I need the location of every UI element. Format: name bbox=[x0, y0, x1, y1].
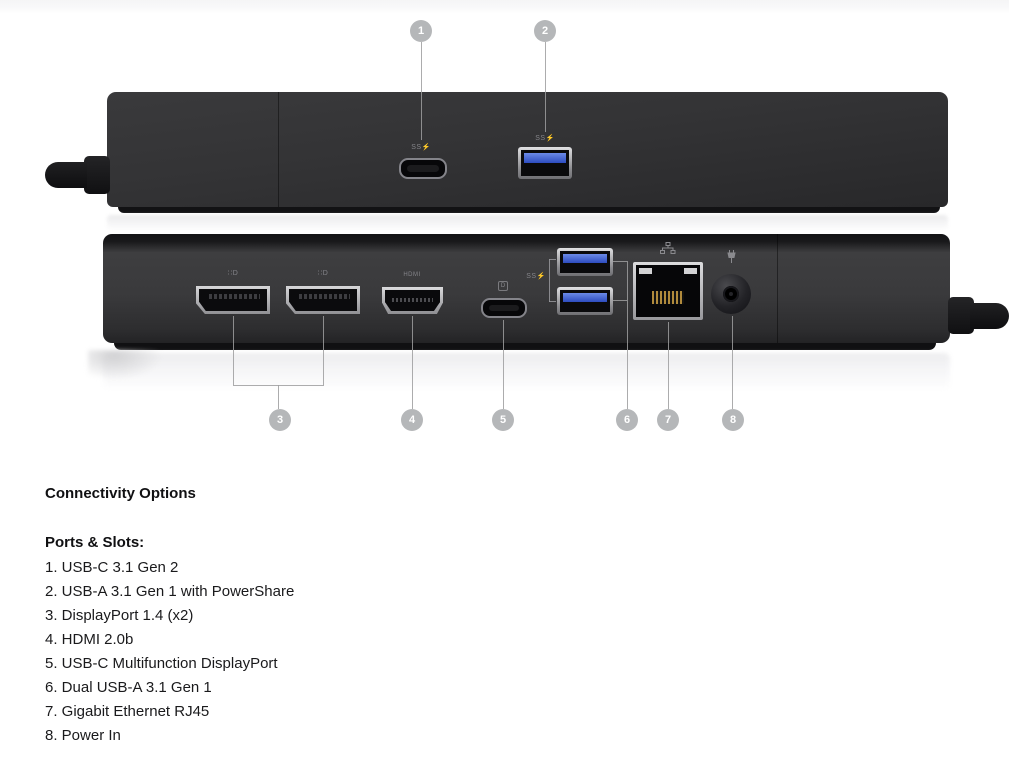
dual-usb-a-bracket-bottom bbox=[549, 301, 556, 302]
ports-list-item-7: 7. Gigabit Ethernet RJ45 bbox=[45, 703, 210, 720]
ports-list-item-4: 4. HDMI 2.0b bbox=[45, 631, 134, 648]
back-reflection bbox=[103, 353, 950, 391]
callout-3-number: 3 bbox=[276, 414, 284, 426]
callout-7: 7 bbox=[657, 409, 679, 431]
callout-line-3c bbox=[278, 385, 279, 409]
displayport-2-inner bbox=[289, 289, 357, 311]
hdmi-port bbox=[382, 287, 443, 314]
power-in-port bbox=[711, 274, 751, 314]
hdmi-label: HDMI bbox=[403, 272, 421, 278]
ethernet-led-left bbox=[639, 268, 652, 274]
front-cable bbox=[45, 162, 87, 188]
usb-c-multifunction-port bbox=[481, 298, 527, 318]
section-title: Connectivity Options bbox=[45, 485, 196, 502]
back-cable bbox=[970, 303, 1009, 329]
usb-c-dp-badge-icon: D bbox=[498, 281, 508, 291]
callout-2: 2 bbox=[534, 20, 556, 42]
displayport-2-label: ∷D bbox=[317, 270, 329, 277]
top-gradient-band bbox=[0, 0, 1009, 13]
callout-5-number: 5 bbox=[499, 414, 507, 426]
callout-4-number: 4 bbox=[408, 414, 416, 426]
usb-a-front-port bbox=[518, 147, 572, 179]
usb-a-back-port-top bbox=[557, 248, 613, 276]
ports-list-item-1: 1. USB-C 3.1 Gen 2 bbox=[45, 559, 179, 576]
callout-1: 1 bbox=[410, 20, 432, 42]
usb-c-front-port bbox=[399, 158, 447, 179]
back-seam-line bbox=[777, 234, 778, 343]
product-figure: SS⚡ SS⚡ ∷D ∷D HDMI D bbox=[45, 20, 1009, 431]
callout-4: 4 bbox=[401, 409, 423, 431]
usb-a-back-top-inner bbox=[560, 251, 610, 273]
callout-2-number: 2 bbox=[541, 25, 549, 37]
ports-list-item-3: 3. DisplayPort 1.4 (x2) bbox=[45, 607, 194, 624]
front-seam-line bbox=[278, 92, 279, 207]
ethernet-port-inner bbox=[636, 265, 700, 317]
callout-1-number: 1 bbox=[417, 25, 425, 37]
ethernet-network-icon bbox=[660, 242, 676, 254]
callout-line-6 bbox=[627, 261, 628, 409]
callout-line-6a bbox=[613, 261, 627, 262]
callout-8: 8 bbox=[722, 409, 744, 431]
callout-line-8 bbox=[732, 316, 733, 409]
ethernet-gold-pins bbox=[652, 291, 684, 304]
usb-a-back-port-bottom bbox=[557, 287, 613, 315]
power-in-pin bbox=[729, 292, 733, 296]
callout-6: 6 bbox=[616, 409, 638, 431]
displayport-1-inner bbox=[199, 289, 267, 311]
callout-line-5 bbox=[503, 320, 504, 409]
ports-list-item-8: 8. Power In bbox=[45, 727, 121, 744]
usb-a-back-bottom-inner bbox=[560, 290, 610, 312]
power-plug-icon bbox=[727, 250, 736, 263]
ports-list-item-5: 5. USB-C Multifunction DisplayPort bbox=[45, 655, 278, 672]
callout-8-number: 8 bbox=[729, 414, 737, 426]
usb-a-front-blue-tab bbox=[524, 153, 566, 163]
displayport-2-pins bbox=[299, 294, 350, 299]
front-reflection bbox=[107, 215, 948, 231]
back-reflection-corner bbox=[88, 350, 162, 380]
dock-front-base bbox=[118, 207, 940, 213]
callout-line-3a bbox=[233, 316, 234, 385]
callout-line-2 bbox=[545, 42, 546, 132]
front-cable-strain-relief bbox=[84, 156, 110, 194]
displayport-2 bbox=[286, 286, 360, 314]
dual-usb-a-bracket bbox=[549, 259, 550, 302]
displayport-1-label: ∷D bbox=[227, 270, 239, 277]
callout-line-3b bbox=[323, 316, 324, 385]
callout-line-1 bbox=[421, 42, 422, 140]
callout-7-number: 7 bbox=[664, 414, 672, 426]
callout-3: 3 bbox=[269, 409, 291, 431]
displayport-1 bbox=[196, 286, 270, 314]
dual-usb-a-label: SS⚡ bbox=[526, 273, 546, 280]
usb-a-front-port-inner bbox=[521, 150, 569, 176]
dual-usb-a-bracket-top bbox=[549, 259, 556, 260]
callout-5: 5 bbox=[492, 409, 514, 431]
back-cable-strain-relief bbox=[948, 297, 974, 334]
usb-a-back-top-blue-tab bbox=[563, 254, 607, 263]
ethernet-led-right bbox=[684, 268, 697, 274]
displayport-1-pins bbox=[209, 294, 260, 299]
usb-a-back-bottom-blue-tab bbox=[563, 293, 607, 302]
hdmi-port-pins bbox=[392, 298, 433, 302]
usb-a-front-label: SS⚡ bbox=[535, 135, 555, 142]
ports-slots-heading: Ports & Slots: bbox=[45, 534, 145, 551]
callout-6-number: 6 bbox=[623, 414, 631, 426]
callout-line-6b bbox=[613, 300, 627, 301]
ports-list-item-2: 2. USB-A 3.1 Gen 1 with PowerShare bbox=[45, 583, 295, 600]
ethernet-port bbox=[633, 262, 703, 320]
callout-line-4 bbox=[412, 316, 413, 409]
callout-line-7 bbox=[668, 322, 669, 409]
dock-back-base bbox=[114, 343, 936, 350]
usb-c-front-label: SS⚡ bbox=[411, 144, 431, 151]
ports-list-item-6: 6. Dual USB-A 3.1 Gen 1 bbox=[45, 679, 212, 696]
ports-list: 1. USB-C 3.1 Gen 2 2. USB-A 3.1 Gen 1 wi… bbox=[45, 556, 294, 748]
